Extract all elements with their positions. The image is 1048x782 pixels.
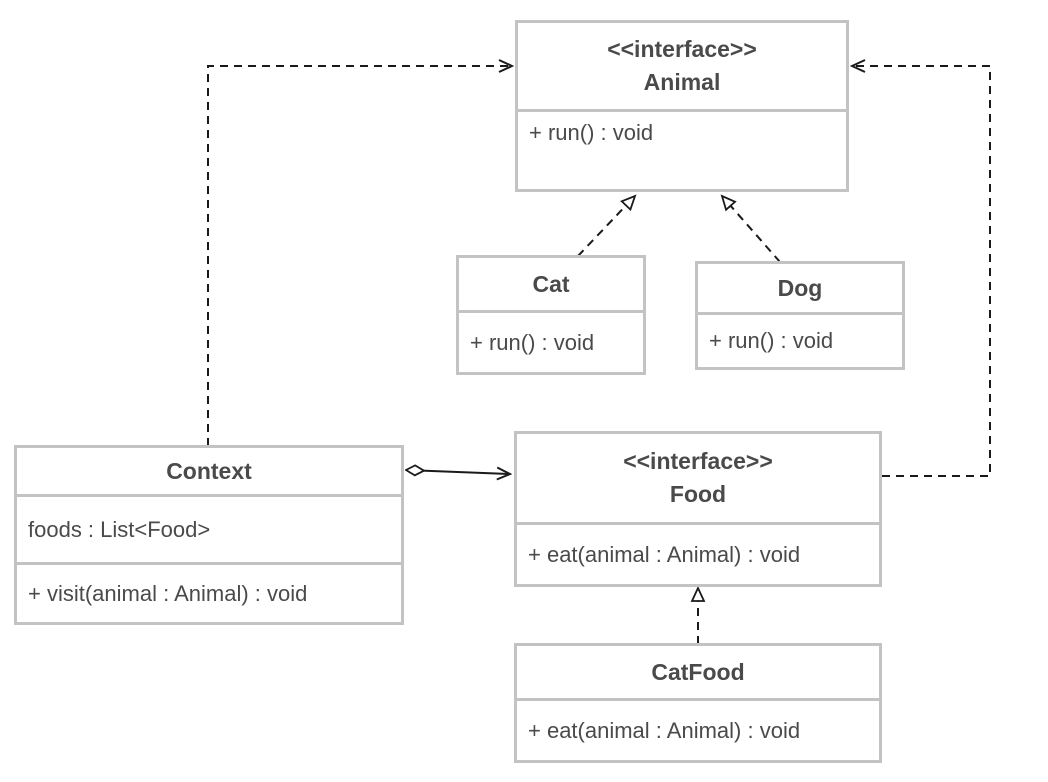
- dependency-context-animal: [207, 66, 512, 446]
- class-name: Food: [669, 481, 727, 507]
- operations-compartment: + run() : void: [459, 313, 643, 372]
- operation: + run() : void: [529, 120, 654, 145]
- operations-compartment: + run() : void: [698, 315, 902, 367]
- class-name: Context: [166, 457, 252, 484]
- class-name: Animal: [643, 69, 721, 95]
- class-name: Cat: [532, 270, 570, 297]
- operations-compartment: + eat(animal : Animal) : void: [517, 701, 879, 760]
- realization-cat-animal: [577, 196, 635, 257]
- operations-compartment: + eat(animal : Animal) : void: [517, 525, 879, 584]
- operation: + run() : void: [470, 329, 595, 355]
- attribute: foods : List<Food>: [28, 516, 211, 542]
- operations-compartment: + run() : void: [518, 112, 846, 189]
- stereotype-label: <<interface>>: [607, 36, 757, 62]
- class-dog: Dog + run() : void: [695, 261, 905, 370]
- class-animal-header: <<interface>> Animal: [518, 23, 846, 112]
- class-food-header: <<interface>> Food: [517, 434, 879, 525]
- attributes-compartment: foods : List<Food>: [17, 497, 401, 562]
- class-cat: Cat + run() : void: [456, 255, 646, 375]
- class-animal: <<interface>> Animal + run() : void: [515, 20, 849, 192]
- class-name: CatFood: [651, 658, 745, 685]
- class-name: Dog: [777, 274, 823, 301]
- operations-compartment: + visit(animal : Animal) : void: [17, 562, 401, 622]
- class-catfood-header: CatFood: [517, 646, 879, 701]
- operation: + eat(animal : Animal) : void: [528, 541, 801, 567]
- class-cat-header: Cat: [459, 258, 643, 313]
- class-dog-header: Dog: [698, 264, 902, 315]
- operation: + run() : void: [709, 328, 834, 353]
- stereotype-label: <<interface>>: [623, 448, 773, 474]
- class-catfood: CatFood + eat(animal : Animal) : void: [514, 643, 882, 763]
- realization-dog-animal: [722, 196, 781, 263]
- class-context-header: Context: [17, 448, 401, 497]
- class-food: <<interface>> Food + eat(animal : Animal…: [514, 431, 882, 587]
- aggregation-context-food: [406, 470, 510, 474]
- operation: + eat(animal : Animal) : void: [528, 717, 801, 743]
- class-context: Context foods : List<Food> + visit(anima…: [14, 445, 404, 625]
- dependency-food-animal: [852, 66, 991, 477]
- operation: + visit(animal : Animal) : void: [28, 580, 308, 606]
